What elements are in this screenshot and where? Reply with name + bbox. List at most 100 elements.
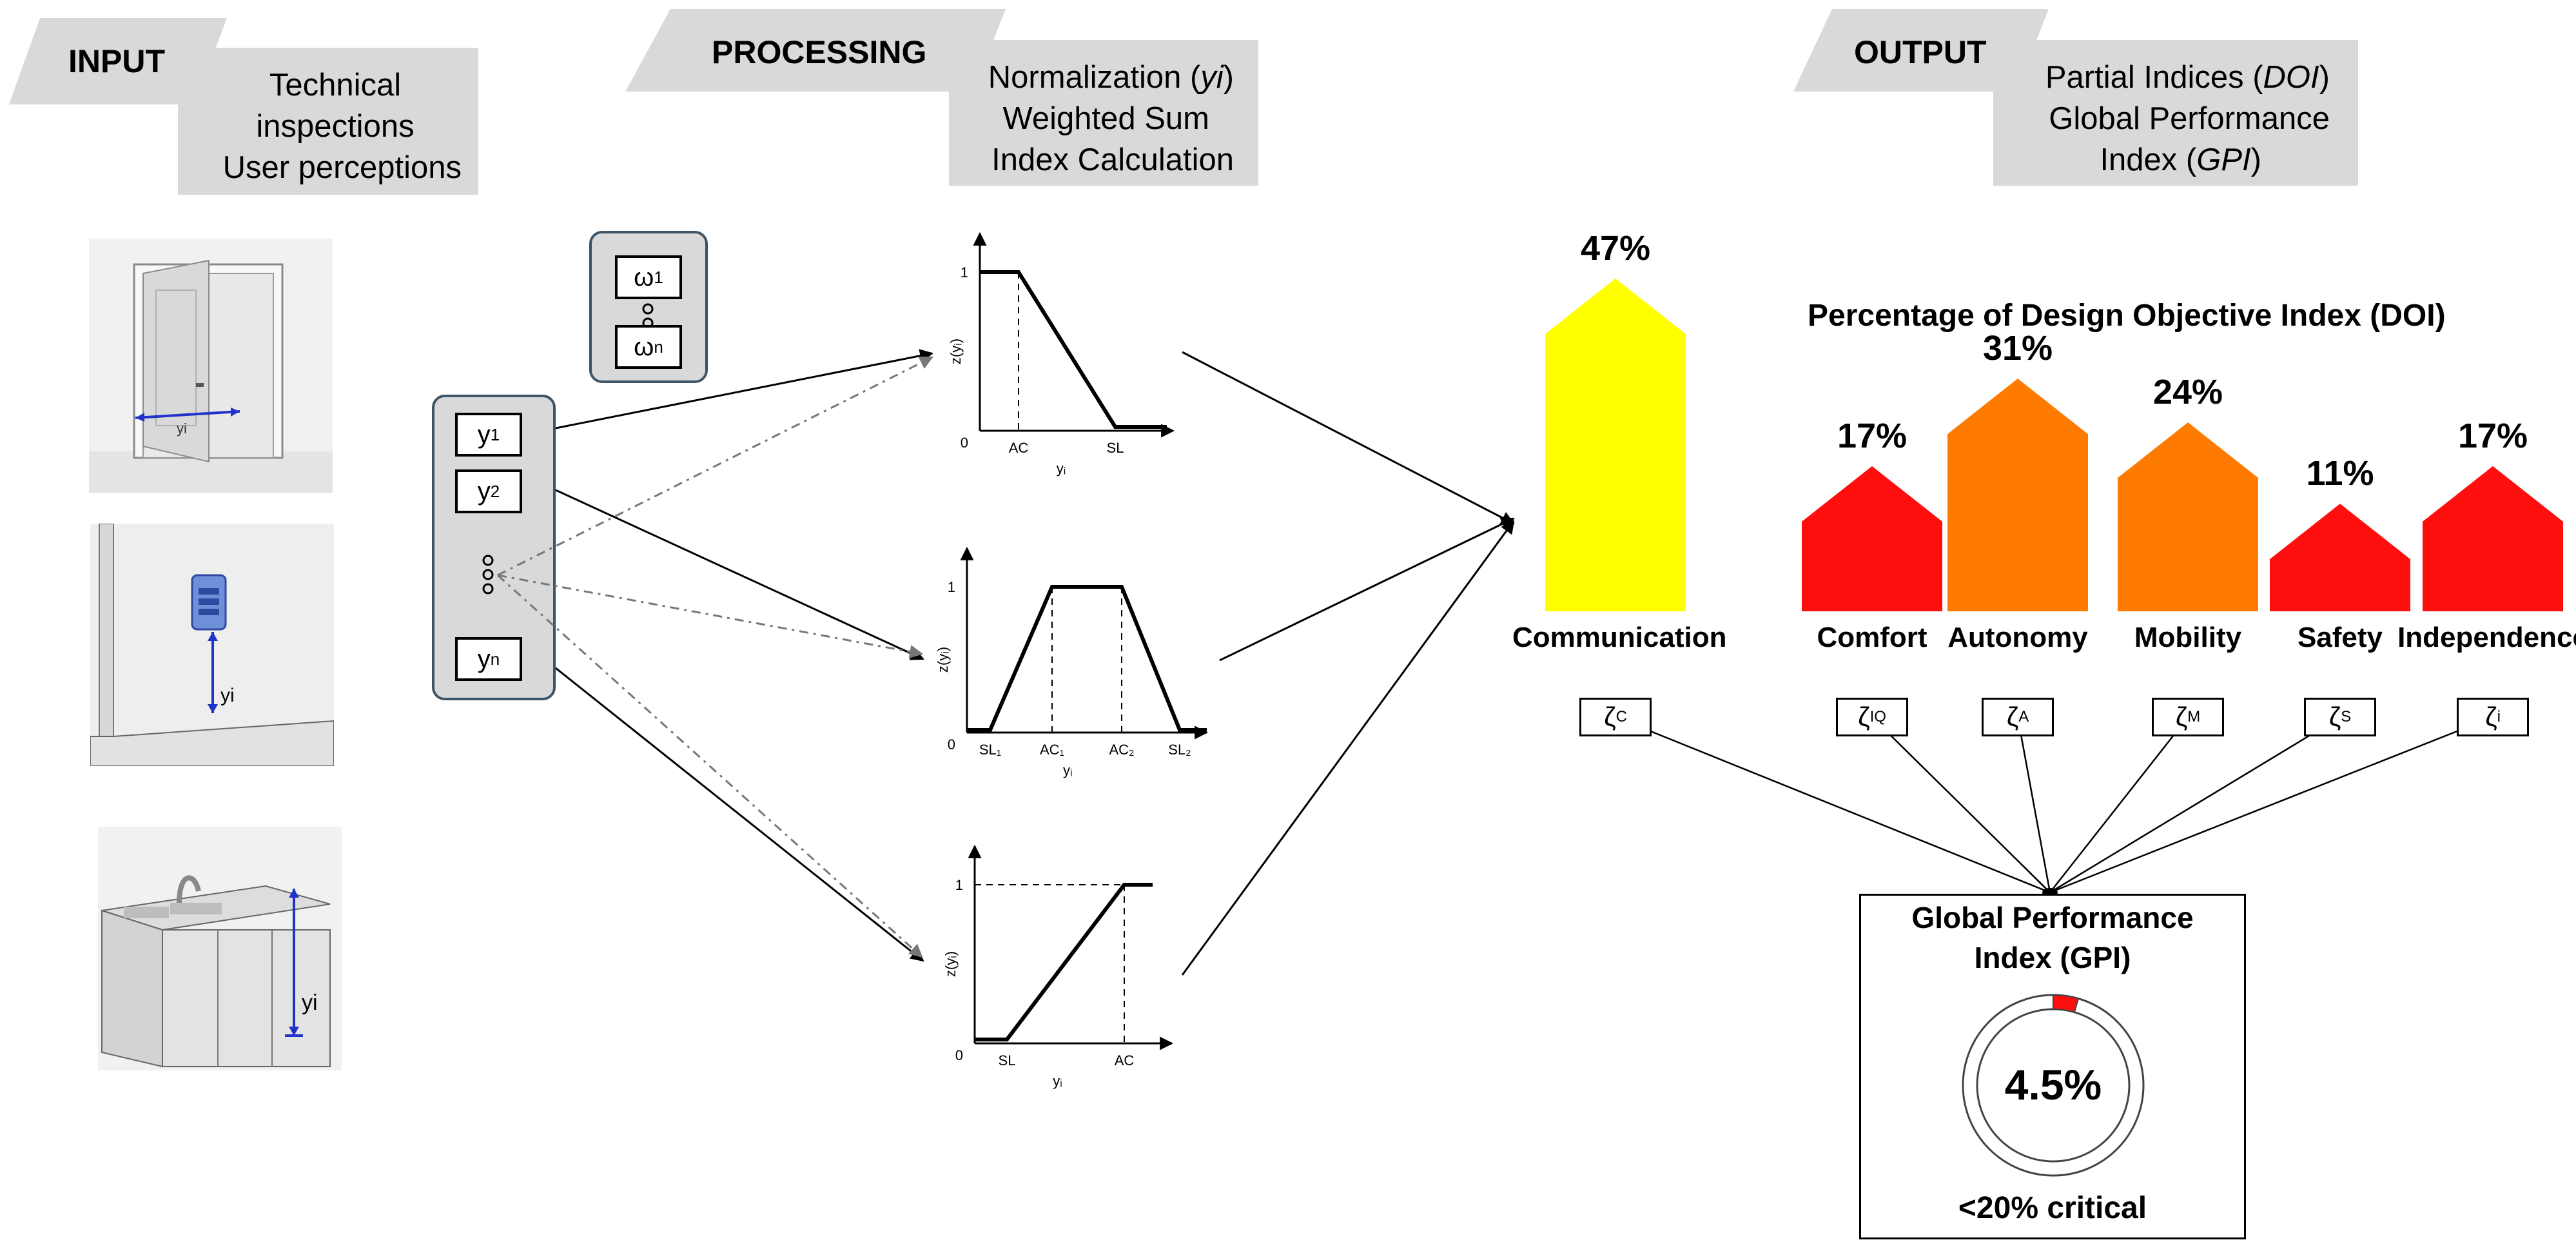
input-desc-box bbox=[178, 48, 478, 195]
connector-arrow bbox=[555, 667, 924, 962]
doi-value-autonomy: 31% bbox=[1982, 329, 2053, 368]
svg-text:yi: yi bbox=[302, 990, 318, 1015]
processing-desc-line-3: Index Calculation bbox=[991, 143, 1234, 177]
processing-title-tab bbox=[625, 9, 1006, 92]
processing-desc-box bbox=[949, 40, 1258, 186]
norm-chart-x-label: yᵢ bbox=[1063, 762, 1072, 778]
output-title-tab bbox=[1793, 9, 2049, 92]
doi-value-independence: 17% bbox=[2457, 416, 2528, 455]
weight-connector-arrow bbox=[497, 356, 933, 576]
weight-connector-arrow bbox=[496, 574, 923, 958]
zeta-connector bbox=[2049, 716, 2341, 894]
switch-illustration: yi bbox=[90, 524, 334, 766]
output-desc-line-2: Global Performance bbox=[2049, 101, 2330, 136]
processing-desc-line-2: Weighted Sum bbox=[1002, 101, 1210, 136]
norm-chart-y-label: z(yᵢ) bbox=[942, 951, 959, 977]
connector-arrow bbox=[555, 489, 924, 660]
gpi-title-line-1: Global Performance bbox=[1911, 901, 2194, 934]
input-desc-line-3: User perceptions bbox=[222, 150, 462, 185]
connector-arrow bbox=[1182, 351, 1515, 525]
input-desc-line-2: inspections bbox=[256, 109, 415, 144]
output-title: OUTPUT bbox=[1854, 34, 1987, 70]
zeta-connector bbox=[2016, 716, 2051, 893]
doi-value-safety: 11% bbox=[2306, 454, 2374, 493]
doi-title: Percentage of Design Objective Index (DO… bbox=[1808, 299, 2446, 333]
doi-bar-comfort bbox=[1802, 466, 1942, 611]
norm-chart-zero-label: 0 bbox=[948, 736, 955, 753]
doi-category-safety: Safety bbox=[2297, 622, 2383, 653]
doi-value-mobility: 24% bbox=[2152, 373, 2223, 411]
doi-category-independence: Independence bbox=[2397, 622, 2576, 653]
doi-bar-communication bbox=[1545, 278, 1686, 611]
doi-bar-autonomy bbox=[1947, 379, 2088, 611]
doi-value-communication: 47% bbox=[1580, 228, 1651, 268]
output-desc-line-3: Index (GPI) bbox=[2100, 143, 2261, 177]
norm-chart-3: 1 0 z(yᵢ) yᵢ SL AC bbox=[942, 844, 1174, 1089]
header-shapes bbox=[9, 9, 2358, 195]
norm-chart-curve bbox=[967, 585, 1207, 732]
norm-chart-y-label: z(yᵢ) bbox=[948, 339, 964, 364]
norm-chart-x-label: yᵢ bbox=[1053, 1073, 1062, 1089]
norm-chart-x-label: yᵢ bbox=[1057, 460, 1066, 477]
zeta-connector bbox=[2049, 716, 2493, 894]
svg-text:yi: yi bbox=[177, 420, 187, 437]
svg-text:yi: yi bbox=[220, 685, 235, 706]
norm-chart-tick-label: AC bbox=[1009, 440, 1029, 456]
norm-chart-tick-label: AC bbox=[1115, 1052, 1135, 1069]
zeta-connector bbox=[2049, 716, 2189, 893]
gpi-donut bbox=[1962, 994, 2145, 1177]
norm-chart-zero-label: 0 bbox=[961, 435, 968, 451]
zeta-connector bbox=[1871, 716, 2051, 893]
inputs-ellipsis bbox=[480, 555, 496, 595]
zeta-connector bbox=[1615, 716, 2051, 894]
processing-title: PROCESSING bbox=[712, 34, 927, 70]
norm-chart-tick-label: SL bbox=[999, 1052, 1016, 1069]
output-desc-line-1: Partial Indices (DOI) bbox=[2045, 60, 2330, 95]
connector-arrow bbox=[1219, 517, 1515, 662]
gpi-critical-note: <20% critical bbox=[1958, 1191, 2147, 1225]
norm-chart-tick-label: AC₁ bbox=[1040, 742, 1064, 758]
output-desc-box bbox=[1993, 40, 2358, 186]
norm-chart-curve bbox=[975, 883, 1153, 1041]
input-title-tab bbox=[9, 18, 227, 104]
gpi-value: 4.5% bbox=[2004, 1061, 2102, 1108]
gpi-title-line-2: Index (GPI) bbox=[1974, 941, 2131, 974]
norm-chart-tick-label: SL₁ bbox=[979, 742, 1001, 758]
doi-category-comfort: Comfort bbox=[1817, 622, 1927, 653]
norm-chart-tick-label: SL₂ bbox=[1168, 742, 1191, 758]
doi-category-communication: Communication bbox=[1512, 622, 1727, 653]
norm-chart-zero-label: 0 bbox=[955, 1047, 963, 1063]
input-title: INPUT bbox=[68, 43, 165, 79]
norm-chart-y-label: z(yᵢ) bbox=[935, 647, 951, 673]
doi-category-mobility: Mobility bbox=[2134, 622, 2242, 653]
norm-chart-tick-label: SL bbox=[1107, 440, 1124, 456]
doi-category-autonomy: Autonomy bbox=[1947, 622, 2088, 653]
door-illustration: yi bbox=[89, 239, 333, 493]
weight-connector-arrow bbox=[497, 574, 924, 658]
doi-bar-safety bbox=[2270, 504, 2410, 611]
connector-arrow bbox=[1181, 520, 1515, 976]
gpi-box bbox=[1859, 894, 2246, 1239]
norm-chart-curve bbox=[980, 270, 1167, 429]
doi-bar-independence bbox=[2423, 466, 2563, 611]
gpi-donut-segment bbox=[2053, 994, 2080, 1013]
doi-value-comfort: 17% bbox=[1837, 416, 1908, 455]
sink-illustration: yi bbox=[98, 827, 342, 1070]
norm-chart-one-label: 1 bbox=[955, 877, 963, 893]
doi-bar-mobility bbox=[2118, 422, 2258, 611]
